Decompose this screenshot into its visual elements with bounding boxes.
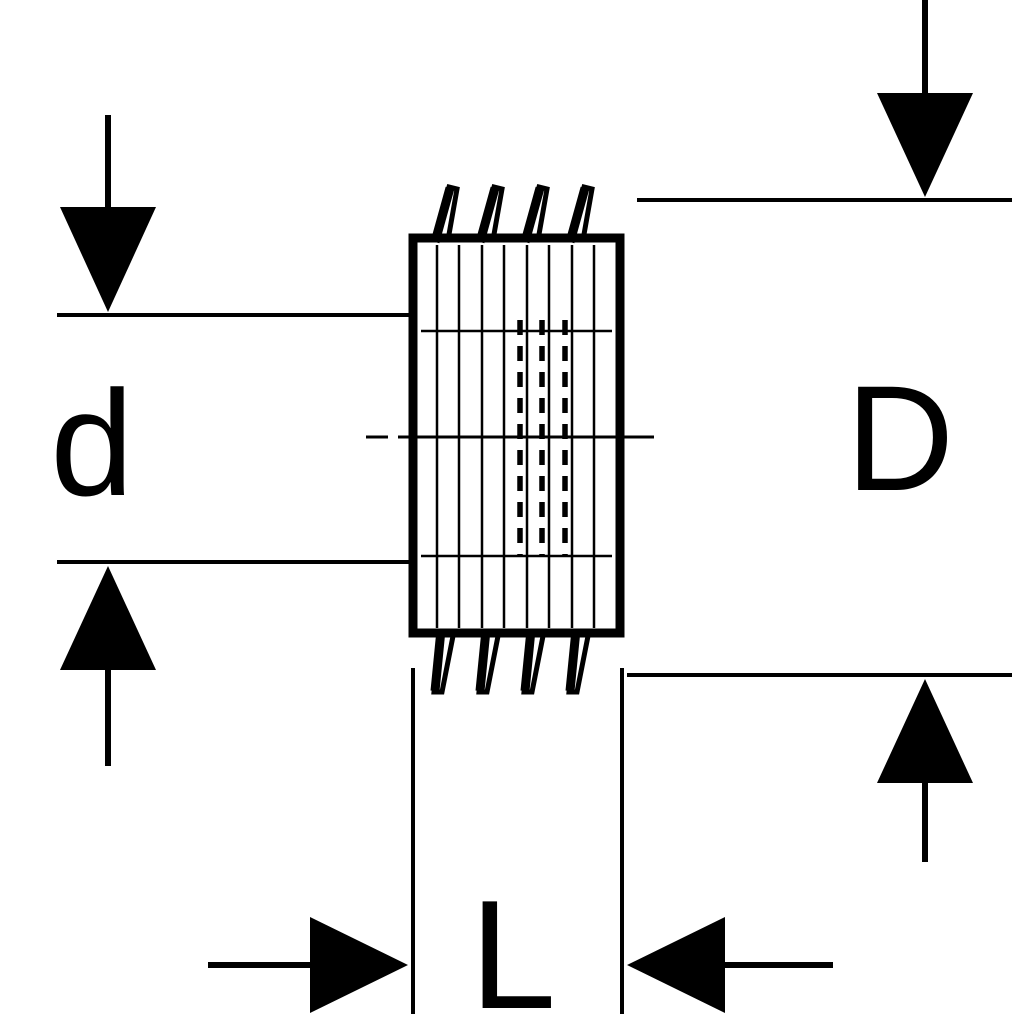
L-right-arrowhead-left — [627, 917, 725, 1013]
dimension-L: L — [208, 668, 833, 1024]
L-left-arrowhead-right — [310, 917, 408, 1013]
label-D: D — [846, 354, 954, 522]
thread-tooth-bottom-edge — [430, 629, 446, 692]
label-L: L — [470, 868, 556, 1024]
thread-tooth-bottom-edge — [565, 629, 581, 692]
D-upper-arrowhead-down — [877, 93, 973, 197]
d-lower-arrowhead-up — [60, 566, 156, 670]
thread-tooth-top-edge — [475, 186, 500, 244]
thread-tooth-bottom-edge — [520, 629, 536, 692]
thread-tooth-top-edge — [430, 186, 455, 244]
thread-tooth-bottom-edge — [475, 629, 491, 692]
thread-teeth-bottom — [430, 628, 593, 695]
thread-tooth-top-edge — [565, 186, 590, 244]
D-lower-arrowhead-up — [877, 679, 973, 783]
label-d: d — [50, 359, 133, 527]
dimension-d: d — [50, 115, 410, 766]
thread-tooth-top-edge — [520, 186, 545, 244]
d-upper-arrowhead-down — [60, 207, 156, 312]
threaded-body — [366, 183, 654, 695]
thread-teeth-top — [430, 183, 595, 244]
internal-bore-lines — [421, 329, 612, 558]
dimension-D: D — [627, 0, 1012, 862]
